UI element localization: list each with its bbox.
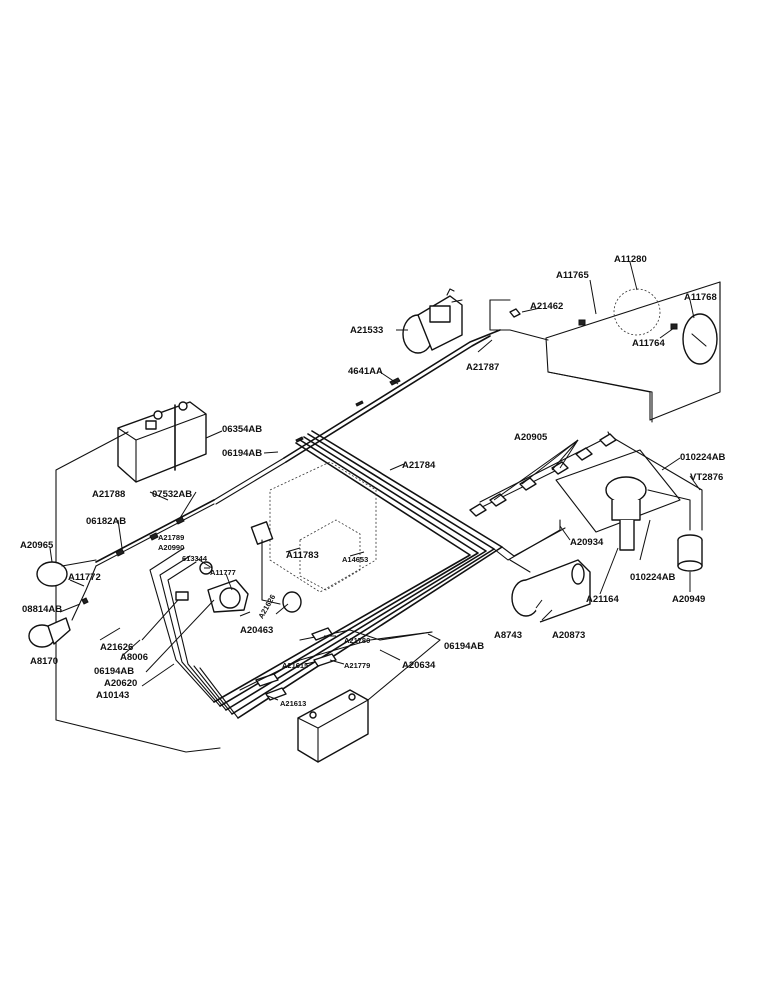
connector-a11764	[670, 323, 678, 330]
label-a11765: A11765	[556, 270, 589, 281]
switch-cluster	[175, 521, 302, 613]
label-a21462: A21462	[530, 301, 563, 312]
leader-lines	[49, 261, 701, 701]
instrument-panel-sheet	[489, 281, 721, 423]
label-a20634: A20634	[402, 660, 436, 671]
lower-connectors	[239, 627, 433, 701]
label-a11777: A11777	[210, 568, 236, 577]
label-06194ab-right: 06194AB	[444, 641, 484, 652]
label-613344: 613344	[182, 554, 208, 563]
label-a21613: A21613	[280, 699, 306, 708]
label-a21784: A21784	[402, 460, 436, 471]
label-a21779: A21779	[344, 661, 370, 670]
label-a20620: A20620	[104, 678, 137, 689]
dashed-outline-a14653	[269, 461, 377, 593]
label-a20873: A20873	[552, 630, 585, 641]
label-08814ab: 08814AB	[22, 604, 62, 615]
label-a21626-mid: A21626	[256, 593, 277, 620]
label-07532ab: 07532AB	[152, 489, 192, 500]
label-a14653: A14653	[342, 555, 368, 564]
coil-a20949	[677, 534, 703, 572]
label-a11764: A11764	[632, 338, 665, 349]
label-010224ab-bottom: 010224AB	[630, 572, 676, 583]
label-06194ab-left: 06194AB	[94, 666, 134, 677]
label-a20463: A20463	[240, 625, 273, 636]
harness-4641aa	[213, 329, 501, 505]
label-a21789: A21789	[158, 533, 184, 542]
label-4641aa: 4641AA	[348, 366, 383, 377]
label-a8006: A8006	[120, 652, 148, 663]
label-06354ab: 06354AB	[222, 424, 262, 435]
battery-bottom	[297, 639, 441, 763]
label-a20990: A20990	[158, 543, 184, 552]
battery-left	[55, 401, 221, 753]
label-vt2876: VT2876	[690, 472, 723, 483]
label-a8170: A8170	[30, 656, 58, 667]
label-a11768: A11768	[684, 292, 717, 303]
label-a8743: A8743	[494, 630, 522, 641]
label-a11772: A11772	[68, 572, 101, 583]
sender-a20463	[282, 591, 302, 613]
label-a11280: A11280	[614, 254, 647, 265]
label-a21787: A21787	[466, 362, 499, 373]
label-a21788: A21788	[92, 489, 125, 500]
label-a11783: A11783	[286, 550, 319, 561]
wire-06194ab	[379, 631, 433, 641]
label-a21164: A21164	[586, 594, 619, 605]
part-labels: A11280 A11765 A11768 A11764 A21462 A2153…	[20, 254, 726, 708]
generator-a20873	[509, 559, 591, 623]
switch-a11765	[578, 319, 586, 326]
light-a21462	[509, 308, 521, 318]
label-a20905: A20905	[514, 432, 548, 443]
starter-a21533	[402, 288, 463, 354]
label-a10143: A10143	[96, 690, 129, 701]
label-a20965: A20965	[20, 540, 54, 551]
label-a21780: A21780	[344, 636, 370, 645]
label-a21533: A21533	[350, 325, 383, 336]
label-a20949: A20949	[672, 594, 705, 605]
label-06194ab-top: 06194AB	[222, 448, 262, 459]
gauge-a11768	[682, 313, 718, 365]
lamp-a8170	[28, 617, 71, 648]
label-a21626: A21626	[100, 642, 133, 653]
label-06182ab: 06182AB	[86, 516, 126, 527]
left-harness	[71, 499, 215, 621]
label-010224ab-top: 010224AB	[680, 452, 726, 463]
distributor-a21164	[555, 449, 703, 551]
label-a20934: A20934	[570, 537, 604, 548]
label-a21615: A21615	[282, 661, 308, 670]
